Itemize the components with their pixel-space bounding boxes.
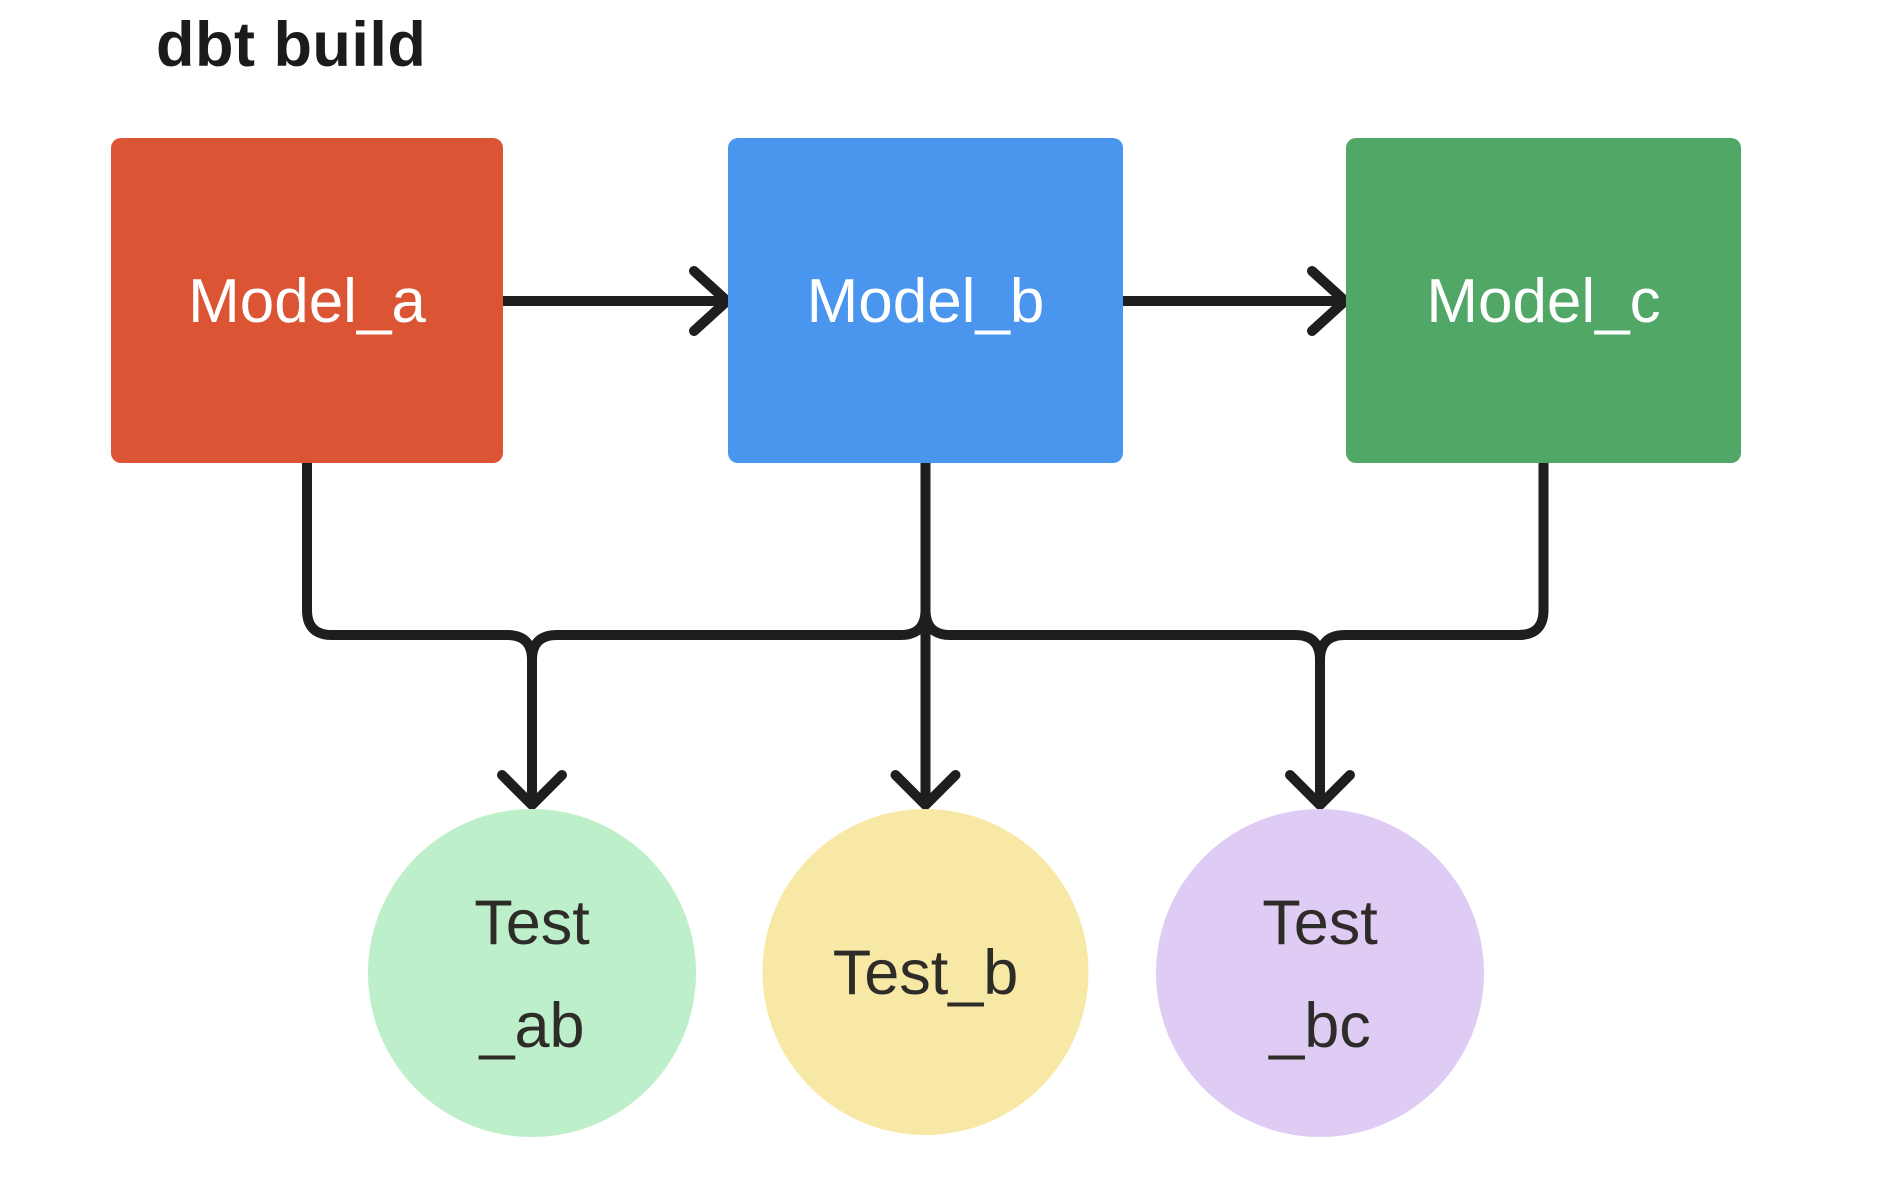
edge-model-b-to-test-bc xyxy=(920,458,1325,803)
model-nodes-group: Model_a Model_b Model_c xyxy=(111,138,1741,463)
edge-lines-group xyxy=(302,266,1549,810)
arrowhead-down-test-bc-icon xyxy=(1285,770,1355,810)
model-a-label: Model_a xyxy=(188,267,426,336)
arrowhead-down-test-ab-icon xyxy=(497,770,567,810)
test-nodes-group: Test _ab Test_b Test _bc xyxy=(368,809,1484,1137)
arrowhead-right-model-b-icon xyxy=(689,266,732,336)
model-b-label: Model_b xyxy=(807,267,1045,336)
model-c-node xyxy=(1346,138,1741,463)
test-ab-label-line1: Test xyxy=(474,888,590,958)
arrowhead-right-model-c-icon xyxy=(1307,266,1350,336)
test-ab-label-line2: _ab xyxy=(478,991,584,1061)
test-b-node xyxy=(762,809,1089,1135)
model-a-node xyxy=(111,138,503,463)
test-ab-node xyxy=(368,809,696,1137)
edge-model-a-to-test-ab xyxy=(302,458,537,803)
model-c-label: Model_c xyxy=(1426,267,1660,336)
test-bc-label-line1: Test xyxy=(1262,888,1378,958)
edge-model-b-to-test-ab xyxy=(527,458,931,665)
diagram-title: dbt build xyxy=(156,10,426,80)
arrowhead-down-test-b-icon xyxy=(890,770,961,810)
edge-model-c-to-test-bc xyxy=(1315,458,1549,665)
test-bc-label-line2: _bc xyxy=(1268,991,1371,1061)
test-b-label: Test_b xyxy=(833,938,1019,1008)
test-bc-node xyxy=(1156,809,1484,1137)
model-b-node xyxy=(728,138,1123,463)
